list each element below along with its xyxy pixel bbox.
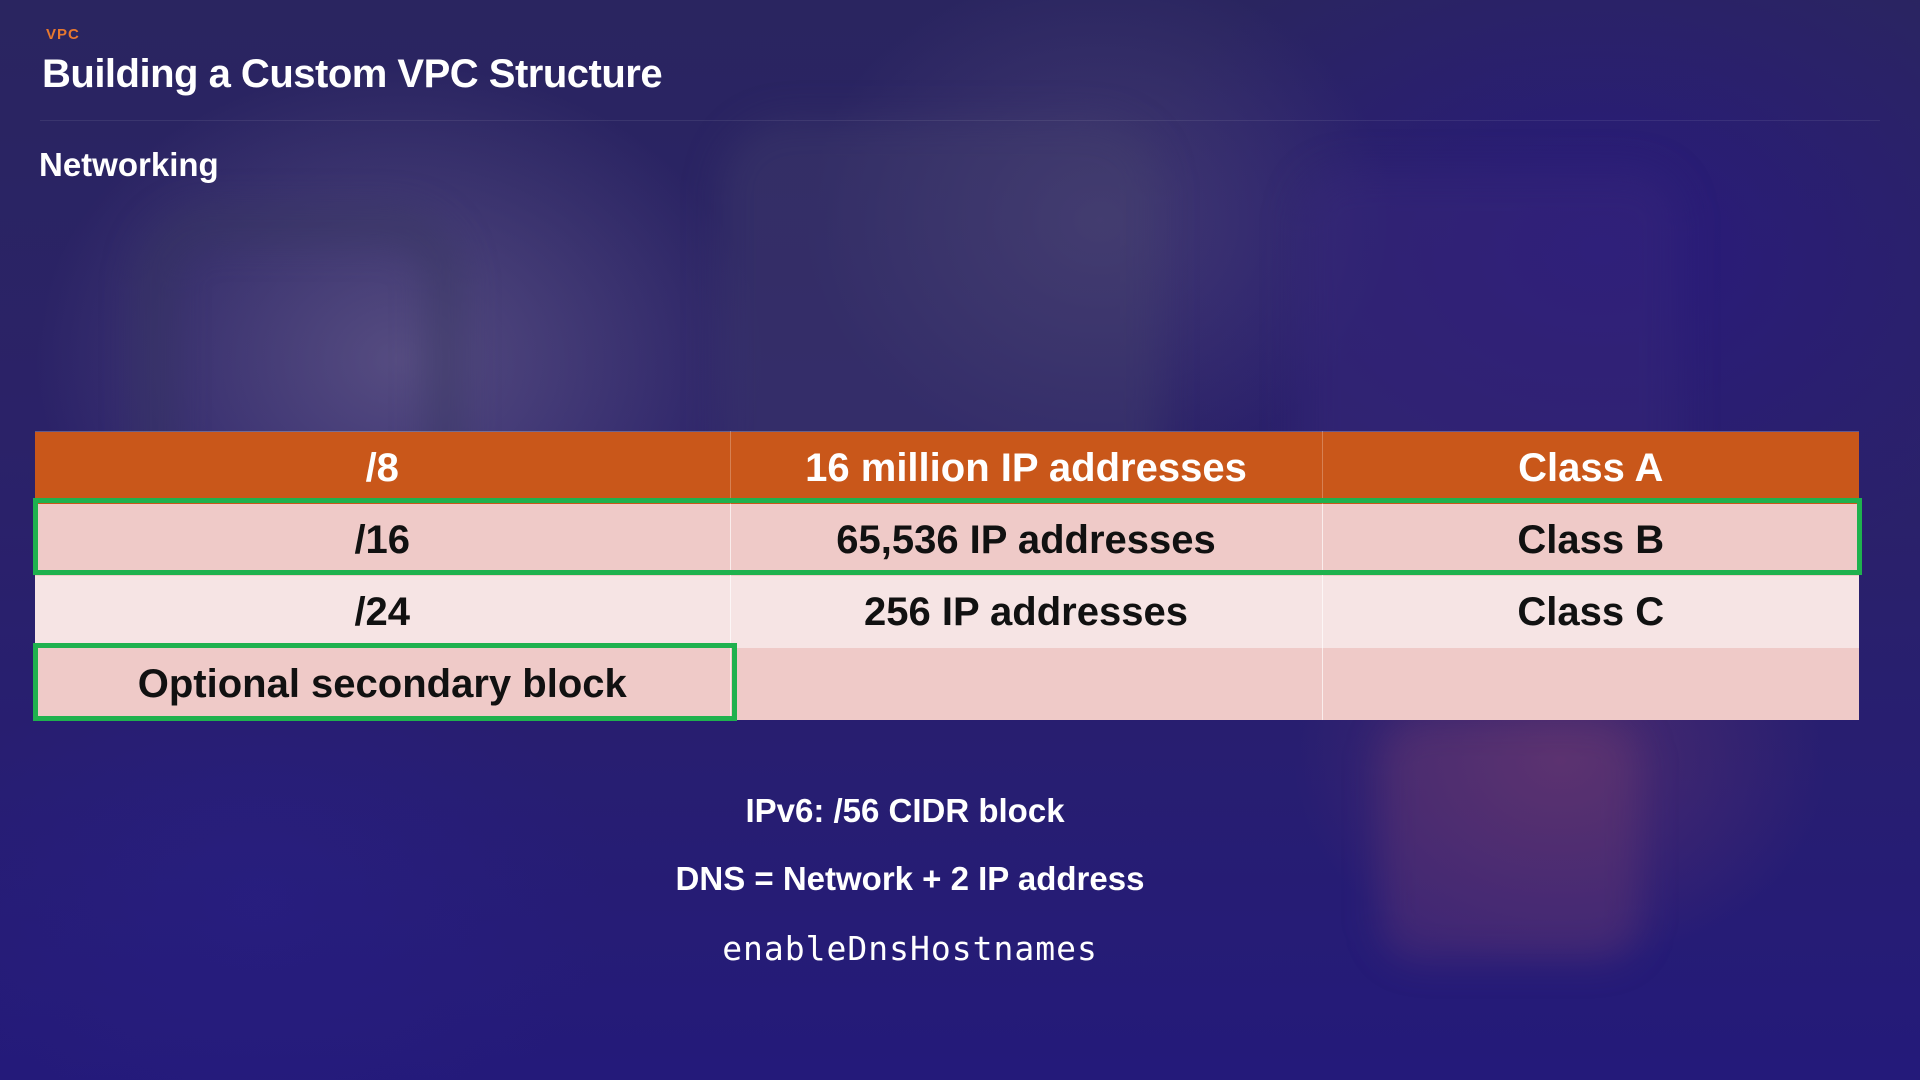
slide-topic-label: VPC — [46, 26, 80, 43]
address-count-cell: 65,536 IP addresses — [730, 504, 1323, 576]
table-row-secondary-block: Optional secondary block — [35, 648, 1859, 720]
secondary-block-cell: Optional secondary block — [35, 648, 731, 720]
dns-note: DNS = Network + 2 IP address — [675, 860, 1145, 897]
network-class-cell: Class A — [1322, 431, 1859, 504]
network-class-cell: Class C — [1322, 576, 1859, 648]
cidr-block-table: /8 16 million IP addresses Class A /16 6… — [35, 431, 1859, 720]
address-count-cell: 256 IP addresses — [730, 576, 1323, 648]
empty-cell — [730, 648, 1323, 720]
table-row-class-a: /8 16 million IP addresses Class A — [35, 431, 1859, 504]
cidr-prefix-cell: /24 — [35, 576, 731, 648]
dns-hostnames-setting: enableDnsHostnames — [722, 929, 1098, 968]
table-row-class-c: /24 256 IP addresses Class C — [35, 576, 1859, 648]
table-row-class-b: /16 65,536 IP addresses Class B — [35, 504, 1859, 576]
slide-title: Building a Custom VPC Structure — [42, 52, 663, 96]
ipv6-note: IPv6: /56 CIDR block — [745, 792, 1065, 829]
slide-subtitle: Networking — [39, 146, 219, 183]
network-class-cell: Class B — [1322, 504, 1859, 576]
empty-cell — [1322, 648, 1859, 720]
cidr-prefix-cell: /8 — [35, 431, 731, 504]
title-divider — [40, 120, 1880, 121]
background-blur-shape — [1380, 720, 1640, 960]
address-count-cell: 16 million IP addresses — [730, 431, 1323, 504]
cidr-prefix-cell: /16 — [35, 504, 731, 576]
